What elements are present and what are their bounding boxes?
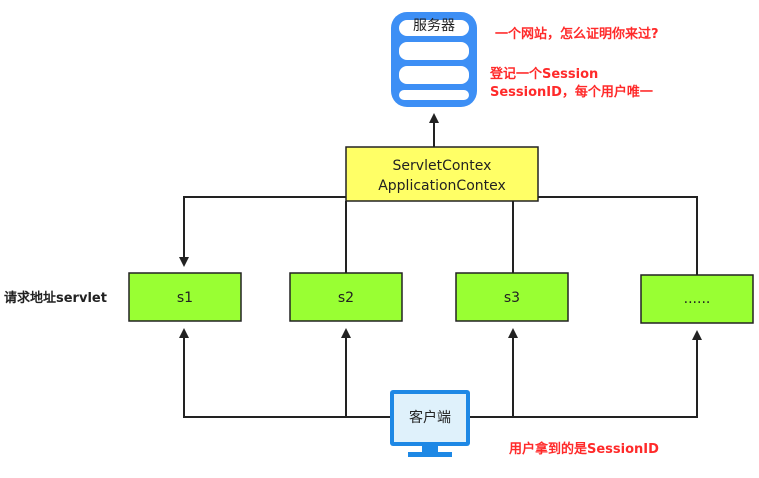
context-box	[345, 146, 539, 202]
client-to-s3-arrow	[470, 328, 518, 418]
context-to-s1-connector	[179, 196, 346, 267]
register-note-line2: SessionID，每个用户唯一	[490, 84, 653, 100]
servlet-s1-box	[128, 272, 242, 322]
servlet-s3-box	[455, 272, 569, 322]
client-to-more-arrow	[513, 330, 702, 418]
context-line1: ServletContex	[393, 158, 492, 174]
client-gets-note: 用户拿到的是SessionID	[508, 441, 659, 457]
request-address-label: 请求地址servlet	[4, 290, 107, 306]
servlet-s1-label: s1	[177, 290, 193, 306]
servlet-s2-label: s2	[338, 290, 354, 306]
server-label: 服务器	[413, 18, 455, 34]
servlet-s3-label: s3	[504, 290, 520, 306]
client-label: 客户端	[409, 409, 451, 426]
context-line2: ApplicationContex	[378, 178, 506, 194]
question-note: 一个网站，怎么证明你来过?	[495, 26, 659, 42]
servlet-s2-box	[289, 272, 403, 322]
servlet-more-box	[640, 274, 754, 324]
register-note-line1: 登记一个Session	[489, 66, 598, 82]
database-icon	[391, 12, 477, 107]
client-to-s1-arrow	[179, 328, 390, 418]
servlet-more-label: ......	[684, 291, 711, 307]
monitor-icon	[390, 390, 470, 457]
context-to-more-connector	[538, 196, 698, 275]
